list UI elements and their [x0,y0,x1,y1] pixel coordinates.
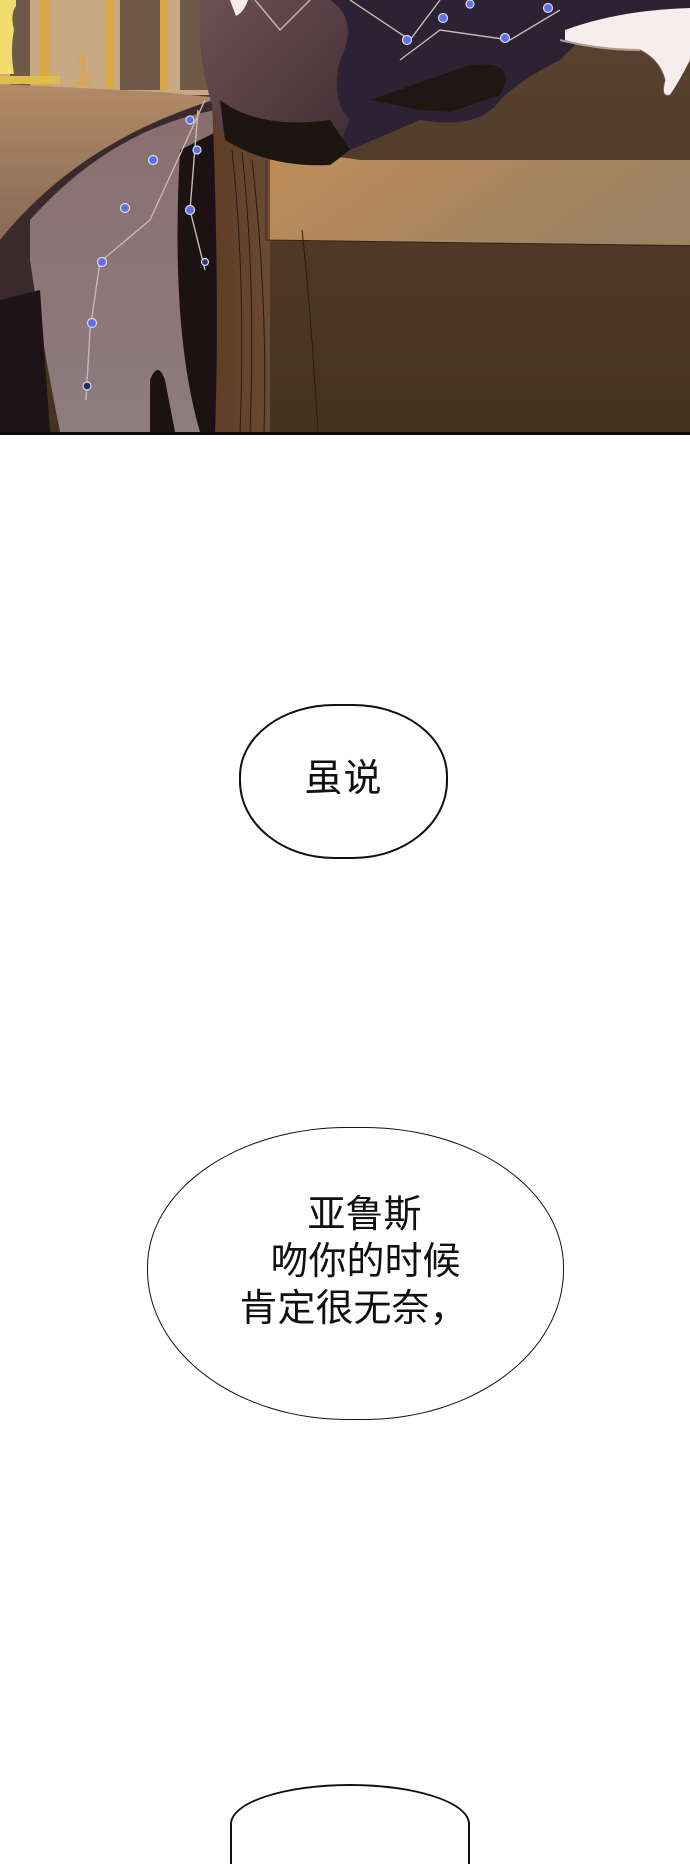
bubble-1-line-1: 虽说 [304,755,383,800]
comic-panel-illustration [0,0,690,432]
bubble-2-text: 亚鲁斯 吻你的时候 肯定很无奈， [239,1191,471,1332]
illustration-art [0,0,690,432]
speech-bubble-2: 亚鲁斯 吻你的时候 肯定很无奈， [147,1127,564,1420]
panel-border [0,432,690,435]
bubble-1-text: 虽说 [304,756,382,802]
bubble-2-line-1: 亚鲁斯 [307,1192,422,1236]
bubble-2-line-2: 吻你的时候 [270,1239,461,1283]
speech-bubble-1: 虽说 [239,704,448,859]
bubble-2-line-3: 肯定很无奈， [239,1286,468,1330]
speech-bubble-3-partial [230,1784,470,1864]
